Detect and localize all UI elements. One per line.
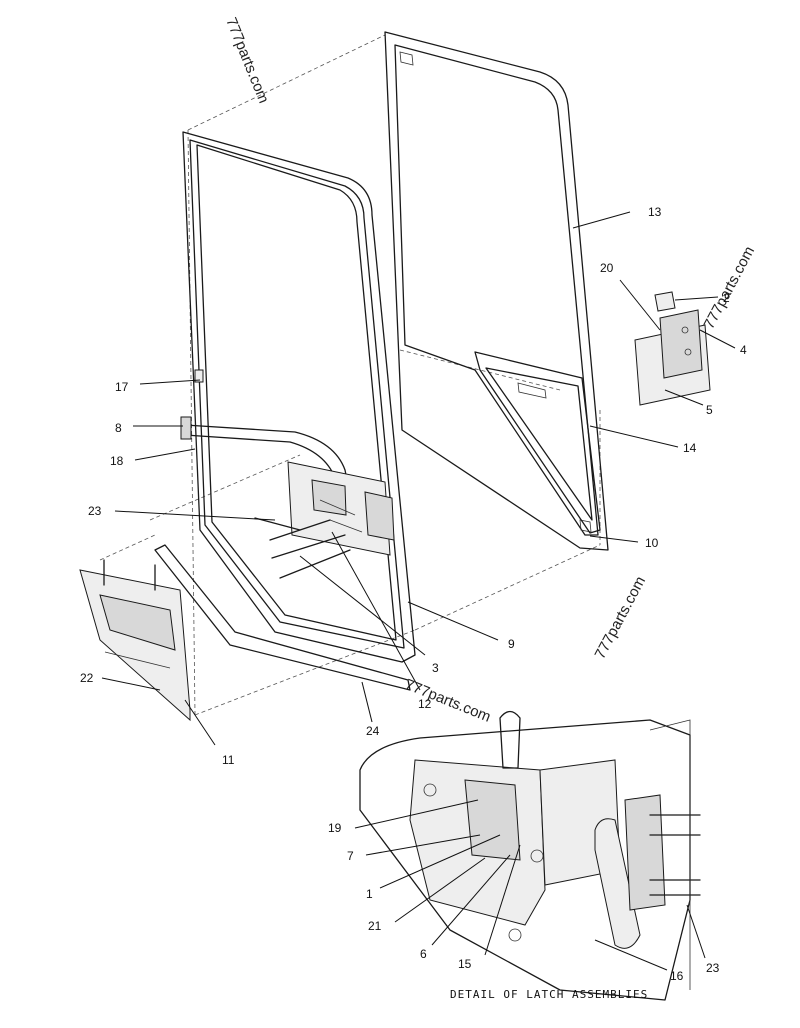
callout-13: 13 bbox=[648, 205, 662, 219]
callout-10: 10 bbox=[645, 536, 659, 550]
callout-11: 11 bbox=[222, 753, 235, 767]
callout-24: 24 bbox=[366, 724, 380, 738]
callout-labels: 13 20 2 4 5 14 10 17 8 18 23 9 3 12 22 2… bbox=[80, 205, 747, 983]
latch-plate-assembly bbox=[254, 461, 395, 579]
callout-21: 21 bbox=[368, 919, 382, 933]
callout-22: 22 bbox=[80, 671, 94, 685]
callout-6: 6 bbox=[420, 947, 427, 961]
callout-1: 1 bbox=[366, 887, 373, 901]
callout-2: 2 bbox=[723, 291, 730, 305]
callout-18: 18 bbox=[110, 454, 124, 468]
callout-5: 5 bbox=[706, 403, 713, 417]
callout-12: 12 bbox=[418, 697, 432, 711]
cab-door-frame bbox=[182, 131, 416, 663]
leader-lines bbox=[101, 211, 736, 971]
callout-9: 9 bbox=[508, 637, 515, 651]
callout-3: 3 bbox=[432, 661, 439, 675]
callout-16: 16 bbox=[670, 969, 684, 983]
lower-panels bbox=[79, 544, 411, 722]
detail-caption: DETAIL OF LATCH ASSEMBLIES bbox=[450, 988, 648, 1001]
callout-4: 4 bbox=[740, 343, 747, 357]
callout-19: 19 bbox=[328, 821, 342, 835]
watermark-right: 777parts.com bbox=[701, 244, 759, 332]
callout-14: 14 bbox=[683, 441, 697, 455]
latch-detail-view bbox=[359, 710, 701, 1001]
cab-outline bbox=[99, 34, 601, 716]
callout-23-lower: 23 bbox=[706, 961, 720, 975]
watermark-right-lower: 777parts.com bbox=[592, 574, 650, 662]
callout-23-upper: 23 bbox=[88, 504, 102, 518]
callout-15: 15 bbox=[458, 957, 472, 971]
watermark-top: 777parts.com bbox=[222, 15, 272, 106]
callout-20: 20 bbox=[600, 261, 614, 275]
rear-window-frame bbox=[384, 31, 609, 551]
callout-8: 8 bbox=[115, 421, 122, 435]
rear-latch-bracket bbox=[634, 291, 711, 406]
callout-7: 7 bbox=[347, 849, 354, 863]
callout-17: 17 bbox=[115, 380, 129, 394]
